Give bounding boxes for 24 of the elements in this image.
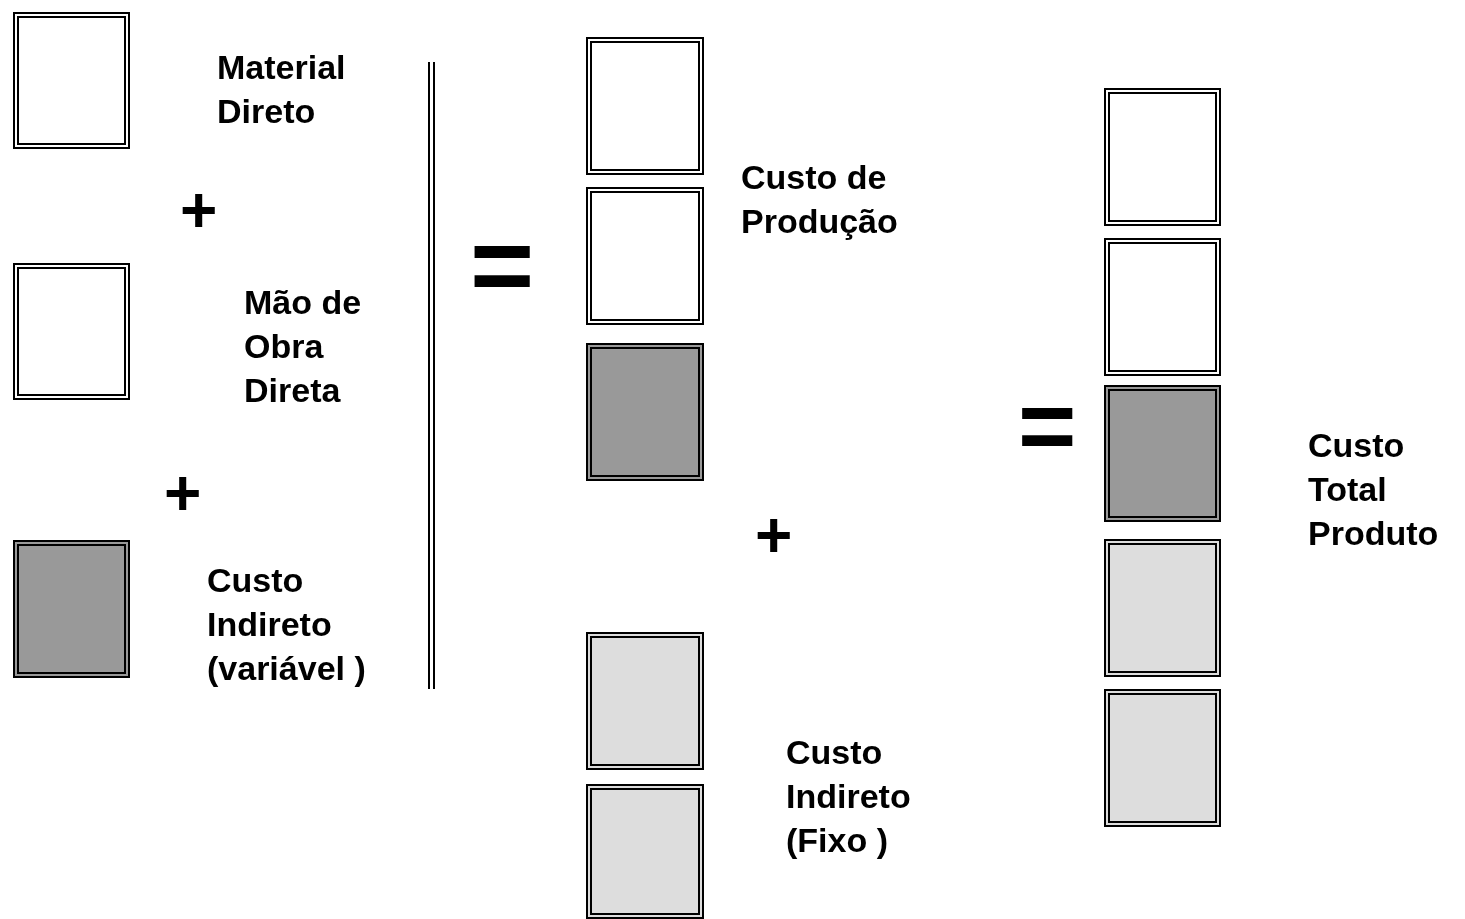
cost-box bbox=[1104, 385, 1221, 522]
cost-label: Custo Total Produto bbox=[1308, 425, 1440, 554]
cost-box bbox=[1104, 238, 1221, 376]
cost-box bbox=[1104, 689, 1221, 827]
cost-label: Material Direto bbox=[217, 47, 347, 132]
cost-box bbox=[1104, 88, 1221, 226]
cost-box bbox=[13, 263, 130, 400]
cost-box bbox=[1104, 539, 1221, 677]
cost-label: Custo de Produção bbox=[741, 157, 899, 242]
plus-sign: + bbox=[164, 461, 202, 525]
plus-sign: + bbox=[180, 178, 218, 242]
cost-box bbox=[586, 187, 704, 325]
plus-sign: + bbox=[755, 503, 793, 567]
cost-label: Mão de Obra Direta bbox=[244, 282, 363, 411]
equals-sign: = bbox=[1018, 375, 1077, 475]
cost-label: Custo Indireto (variável ) bbox=[207, 560, 367, 689]
cost-box bbox=[13, 540, 130, 678]
cost-box bbox=[586, 37, 704, 175]
cost-box bbox=[586, 632, 704, 770]
cost-label: Custo Indireto (Fixo ) bbox=[786, 732, 912, 861]
cost-box bbox=[586, 343, 704, 481]
cost-box bbox=[586, 784, 704, 919]
cost-box bbox=[13, 12, 130, 149]
equals-sign: = bbox=[470, 210, 535, 320]
